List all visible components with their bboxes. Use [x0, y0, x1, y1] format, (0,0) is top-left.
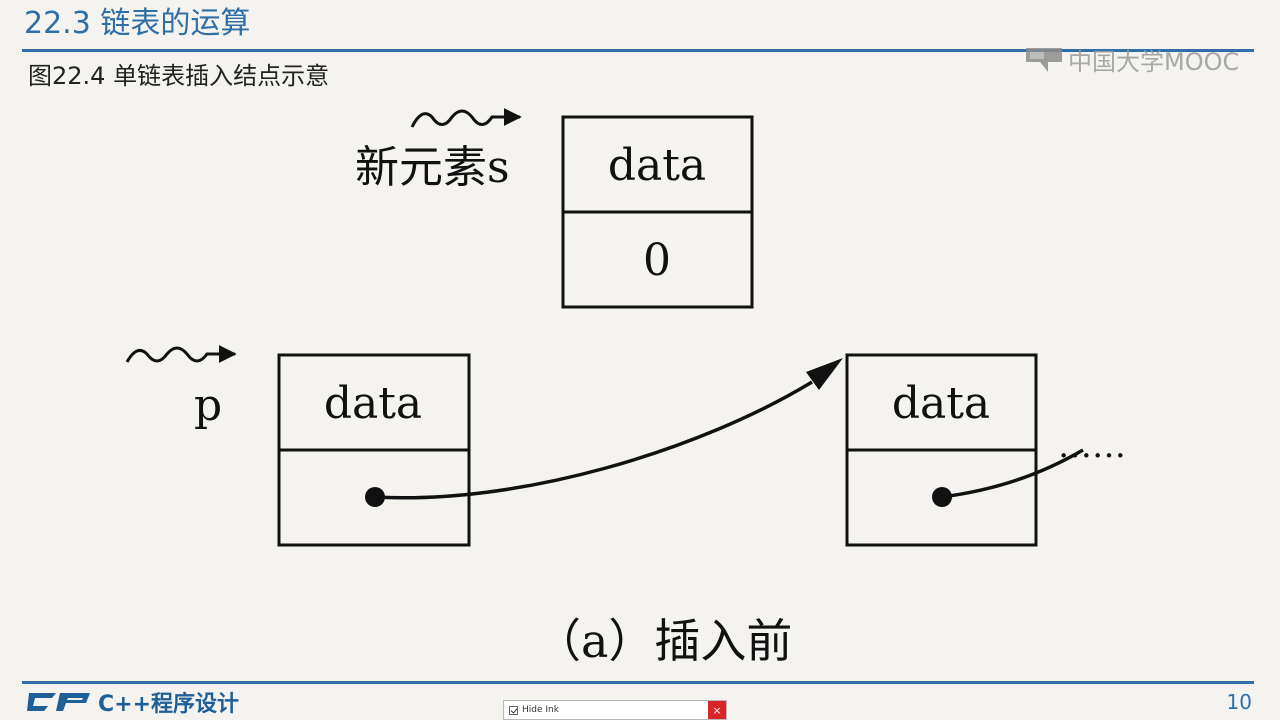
watermark-text: 中国大学MOOC: [1068, 47, 1240, 76]
p-label: p: [194, 380, 222, 431]
hide-ink-label[interactable]: Hide Ink: [522, 705, 559, 715]
subcaption: （a）插入前: [535, 614, 792, 668]
cpp-course-logo-icon: [27, 693, 90, 711]
figure-caption: 图22.4 单链表插入结点示意: [28, 62, 330, 90]
new-element-label: 新元素s: [355, 142, 510, 193]
link-p-to-next-arrow: [374, 380, 813, 500]
link-next-onward: [941, 448, 1084, 499]
new-node-s: data 0: [561, 115, 754, 309]
page-number: 10: [1226, 690, 1252, 714]
ink-toolbar: Hide Ink ×: [503, 700, 727, 720]
watermark: 中国大学MOOC: [1024, 42, 1239, 76]
next-node: data: [845, 353, 1038, 547]
pointer-p-squiggle: [125, 345, 237, 363]
slide-title: 22.3 链表的运算: [24, 6, 251, 41]
pointer-s-squiggle: [410, 108, 522, 128]
new-node-data-label: data: [608, 140, 706, 191]
next-node-data-label: data: [892, 378, 990, 429]
mooc-logo-icon: [1026, 48, 1062, 72]
node-p: data: [277, 353, 471, 547]
node-p-data-label: data: [324, 378, 422, 429]
link-p-to-next-arrowhead: [806, 358, 843, 390]
close-icon[interactable]: ×: [708, 701, 726, 719]
course-title: C++程序设计: [98, 692, 240, 717]
ellipsis: ……: [1058, 426, 1126, 466]
footer-logo: C++程序设计: [26, 688, 240, 717]
header-divider: [22, 49, 1254, 52]
checkbox-icon[interactable]: [509, 705, 518, 715]
new-node-next-label: 0: [643, 235, 671, 286]
footer-divider: [22, 681, 1254, 684]
